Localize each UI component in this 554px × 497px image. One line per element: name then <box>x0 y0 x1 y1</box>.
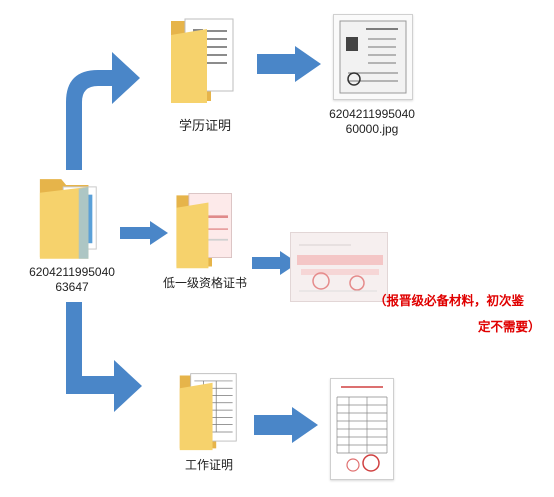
education-file-label: 6204211995040 60000.jpg <box>314 107 430 137</box>
root-name-line2: 63647 <box>55 280 89 294</box>
curved-arrow-to-education <box>66 52 140 170</box>
arrow-root-to-qualification <box>120 221 168 245</box>
qualification-note-line1: （报晋级必备材料，初次鉴 <box>374 294 525 308</box>
qualification-folder-icon[interactable] <box>172 190 236 270</box>
arrow-education-to-file <box>257 46 321 82</box>
work-file-thumbnail[interactable] <box>330 378 394 480</box>
root-name-line1: 6204211995040 <box>29 265 115 279</box>
qualification-file-thumbnail[interactable] <box>290 232 388 302</box>
elbow-arrow-to-work <box>66 302 142 412</box>
education-file-line2: 60000.jpg <box>345 122 399 136</box>
qualification-note-line2: 定不需要） <box>478 320 541 334</box>
education-file-thumbnail[interactable] <box>333 14 413 100</box>
work-folder-icon[interactable] <box>176 370 240 452</box>
education-folder-icon[interactable] <box>167 14 237 106</box>
root-folder-icon[interactable] <box>36 172 104 262</box>
arrow-work-to-file <box>254 407 318 443</box>
qualification-folder-label: 低一级资格证书 <box>162 276 247 290</box>
root-folder-label: 6204211995040 63647 <box>17 265 127 295</box>
arrow-qualification-to-file <box>252 251 298 275</box>
education-folder-label: 学历证明 <box>178 118 231 133</box>
education-file-line1: 6204211995040 <box>329 107 415 121</box>
work-folder-label: 工作证明 <box>184 458 233 472</box>
